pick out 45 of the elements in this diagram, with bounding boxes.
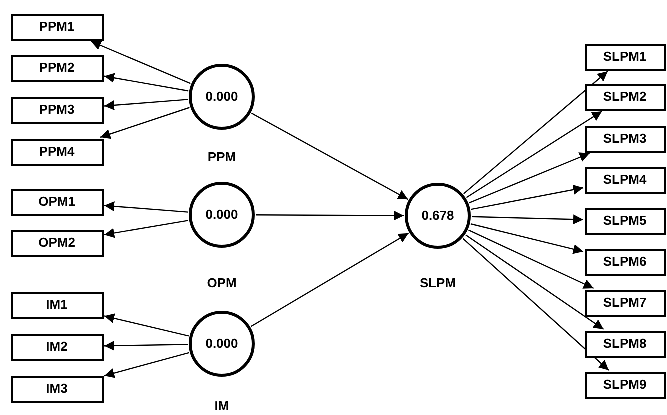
arrow	[90, 40, 191, 84]
indicator-box: OPM2	[10, 230, 104, 256]
arrow	[466, 111, 603, 198]
arrow	[100, 107, 190, 140]
indicator-box: IM1	[10, 292, 104, 318]
arrow	[104, 352, 190, 378]
indicator-box: PPM1	[10, 14, 104, 40]
arrow	[471, 184, 584, 210]
indicator-box: SLPM9	[584, 372, 666, 398]
construct-label: PPM	[208, 148, 236, 166]
arrow	[104, 220, 189, 238]
indicator-box: SLPM3	[584, 126, 666, 152]
arrow	[104, 99, 188, 110]
r-squared-value: 0.678	[422, 207, 454, 226]
arrow	[462, 238, 610, 371]
indicator-box: IM3	[10, 376, 104, 402]
arrow	[250, 232, 410, 328]
indicator-box: SLPM2	[584, 84, 666, 110]
r-squared-value: 0.000	[206, 335, 238, 354]
arrow	[104, 73, 189, 92]
arrow	[470, 224, 584, 254]
r-squared-value: 0.000	[206, 206, 238, 224]
r-squared-value: 0.000	[206, 88, 238, 106]
arrow	[104, 340, 188, 351]
indicator-box: SLPM6	[584, 248, 666, 276]
indicator-box: SLPM7	[584, 290, 666, 316]
indicator-box: SLPM4	[584, 166, 666, 194]
indicator-box: PPM2	[10, 54, 104, 82]
indicator-box: SLPM8	[584, 330, 666, 358]
indicator-box: SLPM5	[584, 208, 666, 234]
arrow	[469, 152, 590, 204]
indicator-box: SLPM1	[584, 44, 666, 70]
construct-label: OPM	[207, 274, 237, 292]
indicator-box: PPM3	[10, 96, 104, 124]
arrow	[472, 214, 584, 225]
indicator-box: OPM1	[10, 188, 104, 216]
arrow	[104, 314, 190, 337]
arrow	[256, 210, 404, 221]
arrow	[466, 234, 604, 330]
construct-label: IM	[214, 397, 230, 415]
indicator-box: PPM4	[10, 138, 104, 166]
arrow	[464, 71, 608, 194]
construct-label: SLPM	[420, 274, 456, 292]
indicator-box: IM2	[10, 334, 104, 360]
arrow	[104, 202, 188, 213]
